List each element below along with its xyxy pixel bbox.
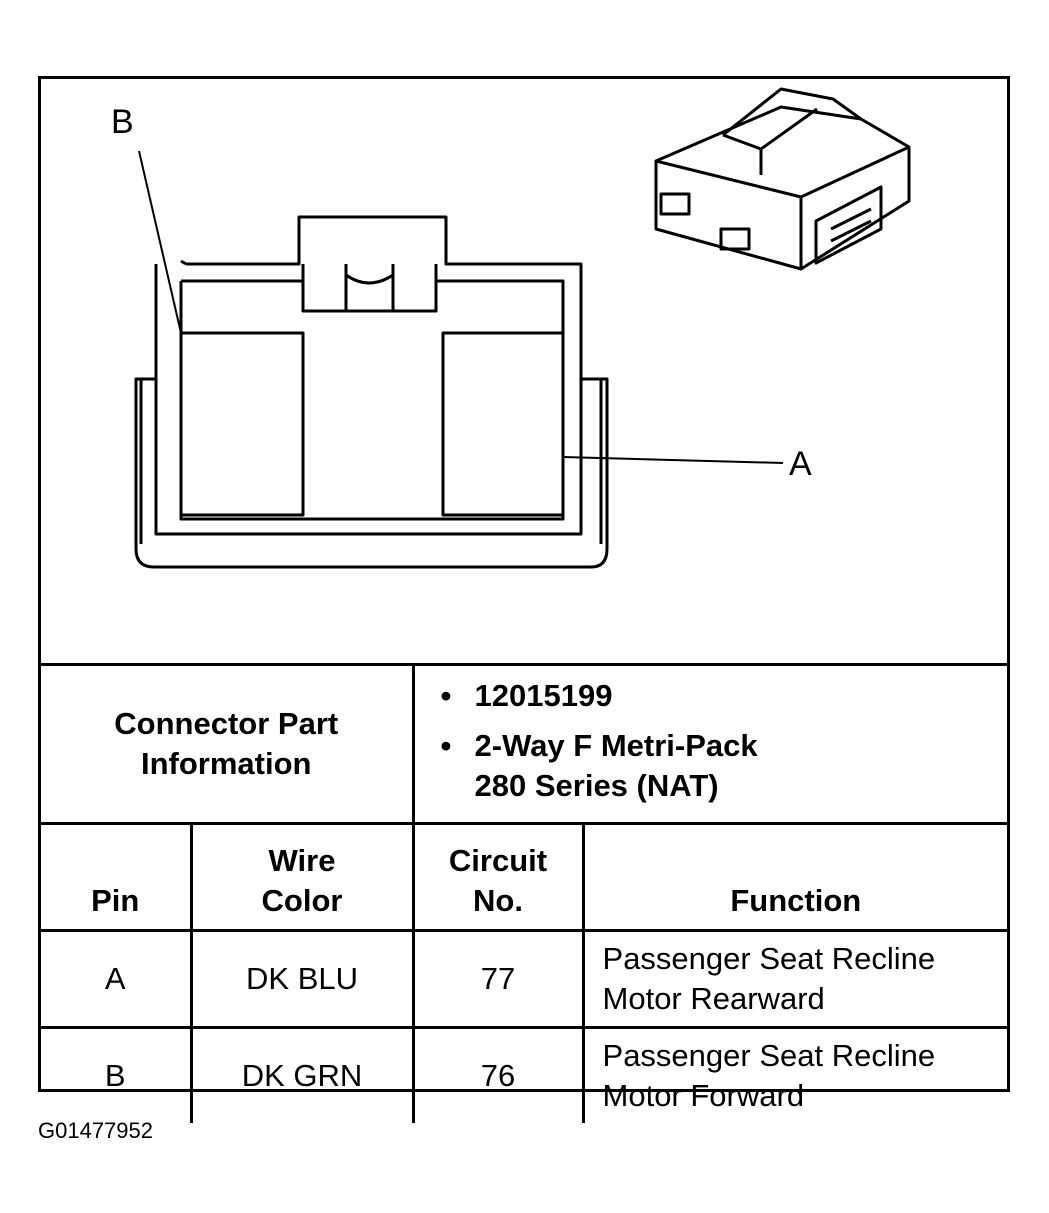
pin-cell: A: [41, 929, 193, 1029]
part-info-header-line1: Connector Part: [114, 706, 339, 741]
pin-table-header-row: Pin Wire Color Circuit No. Function: [41, 822, 1008, 932]
function-cell: Passenger Seat Recline Motor Forward: [581, 1026, 1008, 1123]
circuit-cell: 77: [411, 929, 585, 1029]
col-header-circuit: Circuit No.: [411, 822, 585, 932]
wire-color-cell: DK BLU: [189, 929, 415, 1029]
pin-cell: B: [41, 1026, 193, 1123]
callout-label-b: B: [111, 103, 134, 141]
connector-face-drawing: [134, 87, 911, 569]
wire-color-cell: DK GRN: [189, 1026, 415, 1123]
table-row: B DK GRN 76 Passenger Seat Recline Motor…: [41, 1026, 1008, 1123]
callout-label-a: A: [789, 445, 812, 483]
col-header-function: Function: [581, 822, 1008, 932]
part-number-item: 12015199: [441, 676, 1008, 716]
figure-id: G01477952: [38, 1118, 153, 1143]
function-cell: Passenger Seat Recline Motor Rearward: [581, 929, 1008, 1029]
col-header-wire-color: Wire Color: [189, 822, 415, 932]
connector-info-table: Connector Part Information 12015199 2-Wa…: [41, 663, 1008, 1123]
part-description-item: 2-Way F Metri-Pack 280 Series (NAT): [441, 726, 1008, 806]
table-row: A DK BLU 77 Passenger Seat Recline Motor…: [41, 929, 1008, 1029]
part-info-row: Connector Part Information 12015199 2-Wa…: [41, 663, 1008, 825]
connector-isometric-drawing: [654, 87, 911, 271]
part-info-header: Connector Part Information: [41, 663, 415, 825]
col-header-pin: Pin: [41, 822, 193, 932]
part-info-header-line2: Information: [141, 746, 312, 781]
connector-diagram: B A: [41, 79, 1007, 663]
connector-figure-frame: B A Connector Part Information 12015199 …: [38, 76, 1010, 1123]
part-info-list: 12015199 2-Way F Metri-Pack 280 Series (…: [411, 663, 1008, 825]
circuit-cell: 76: [411, 1026, 585, 1123]
